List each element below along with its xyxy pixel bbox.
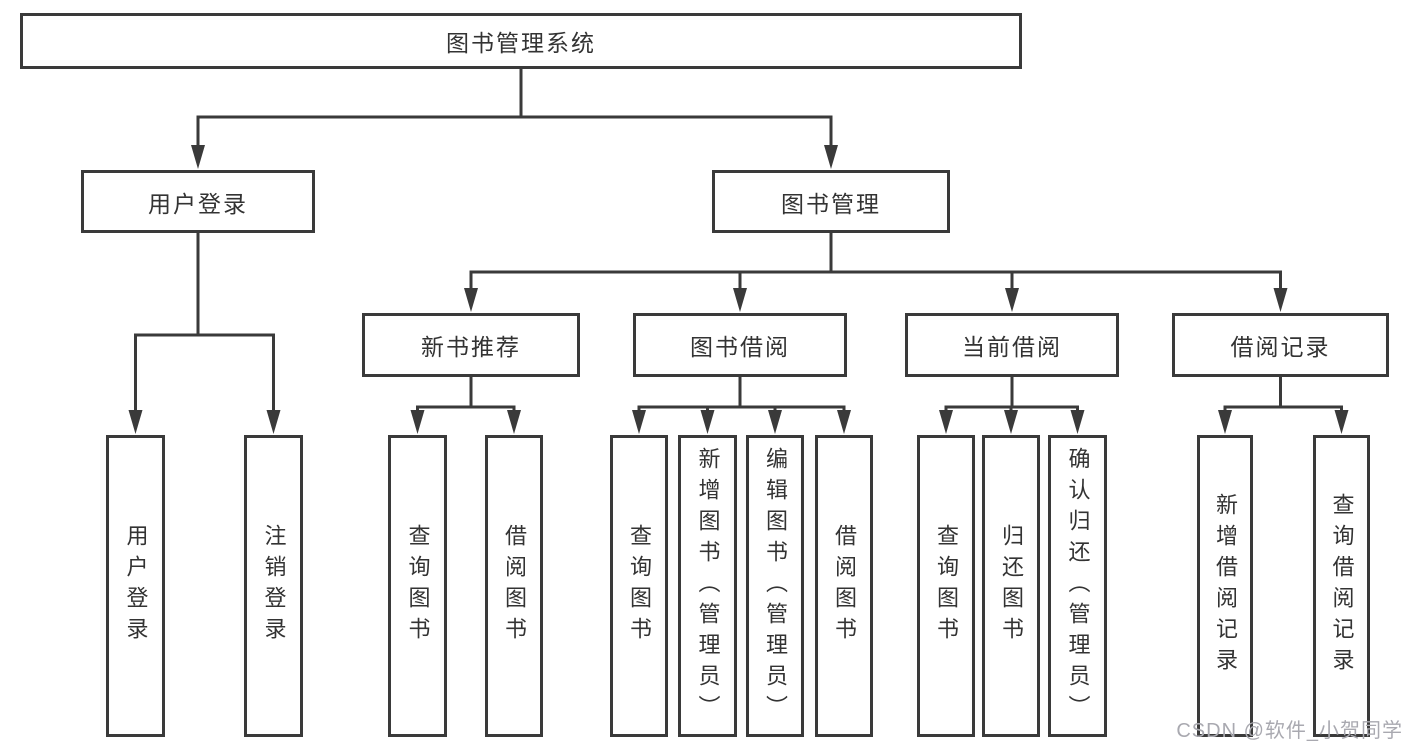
arrowhead-icon: [632, 410, 646, 434]
node-query-book-3: 查询图书: [917, 435, 975, 737]
arrowhead-icon: [464, 288, 478, 312]
node-root: 图书管理系统: [20, 13, 1022, 69]
arrowhead-icon: [733, 288, 747, 312]
node-borrow-book-2: 借阅图书: [815, 435, 873, 737]
node-return-book: 归还图书: [982, 435, 1040, 737]
node-add-borrow-record: 新增借阅记录: [1197, 435, 1253, 737]
arrowhead-icon: [1334, 410, 1349, 434]
arrowhead-icon: [128, 410, 143, 434]
node-current-borrow: 当前借阅: [905, 313, 1119, 377]
arrowhead-icon: [939, 410, 953, 434]
arrowhead-icon: [1070, 410, 1085, 434]
arrowhead-icon: [410, 410, 425, 434]
node-confirm-return: 确认归还（管理员）: [1048, 435, 1107, 737]
arrowhead-icon: [1218, 410, 1232, 434]
node-user-login: 用户登录: [106, 435, 165, 737]
node-query-book-2: 查询图书: [610, 435, 668, 737]
arrowhead-icon: [1273, 288, 1288, 312]
node-book-borrow: 图书借阅: [633, 313, 847, 377]
arrowhead-icon: [824, 145, 838, 169]
arrowhead-icon: [700, 410, 715, 434]
node-borrow-records: 借阅记录: [1172, 313, 1389, 377]
node-query-book-1: 查询图书: [388, 435, 447, 737]
node-logout: 注销登录: [244, 435, 303, 737]
node-query-borrow-record: 查询借阅记录: [1313, 435, 1370, 737]
arrowhead-icon: [1005, 288, 1019, 312]
arrowhead-icon: [191, 145, 205, 169]
node-book-mgmt: 图书管理: [712, 170, 950, 233]
node-edit-book: 编辑图书（管理员）: [746, 435, 804, 737]
arrowhead-icon: [507, 410, 521, 434]
arrowhead-icon: [266, 410, 281, 434]
node-new-book-rec: 新书推荐: [362, 313, 580, 377]
node-borrow-book-1: 借阅图书: [485, 435, 543, 737]
arrowhead-icon: [837, 410, 851, 434]
arrowhead-icon: [1004, 410, 1018, 434]
node-login-group: 用户登录: [81, 170, 315, 233]
node-add-book: 新增图书（管理员）: [678, 435, 737, 737]
arrowhead-icon: [768, 410, 782, 434]
csdn-watermark: CSDN @软件_小贺同学: [1176, 720, 1403, 742]
